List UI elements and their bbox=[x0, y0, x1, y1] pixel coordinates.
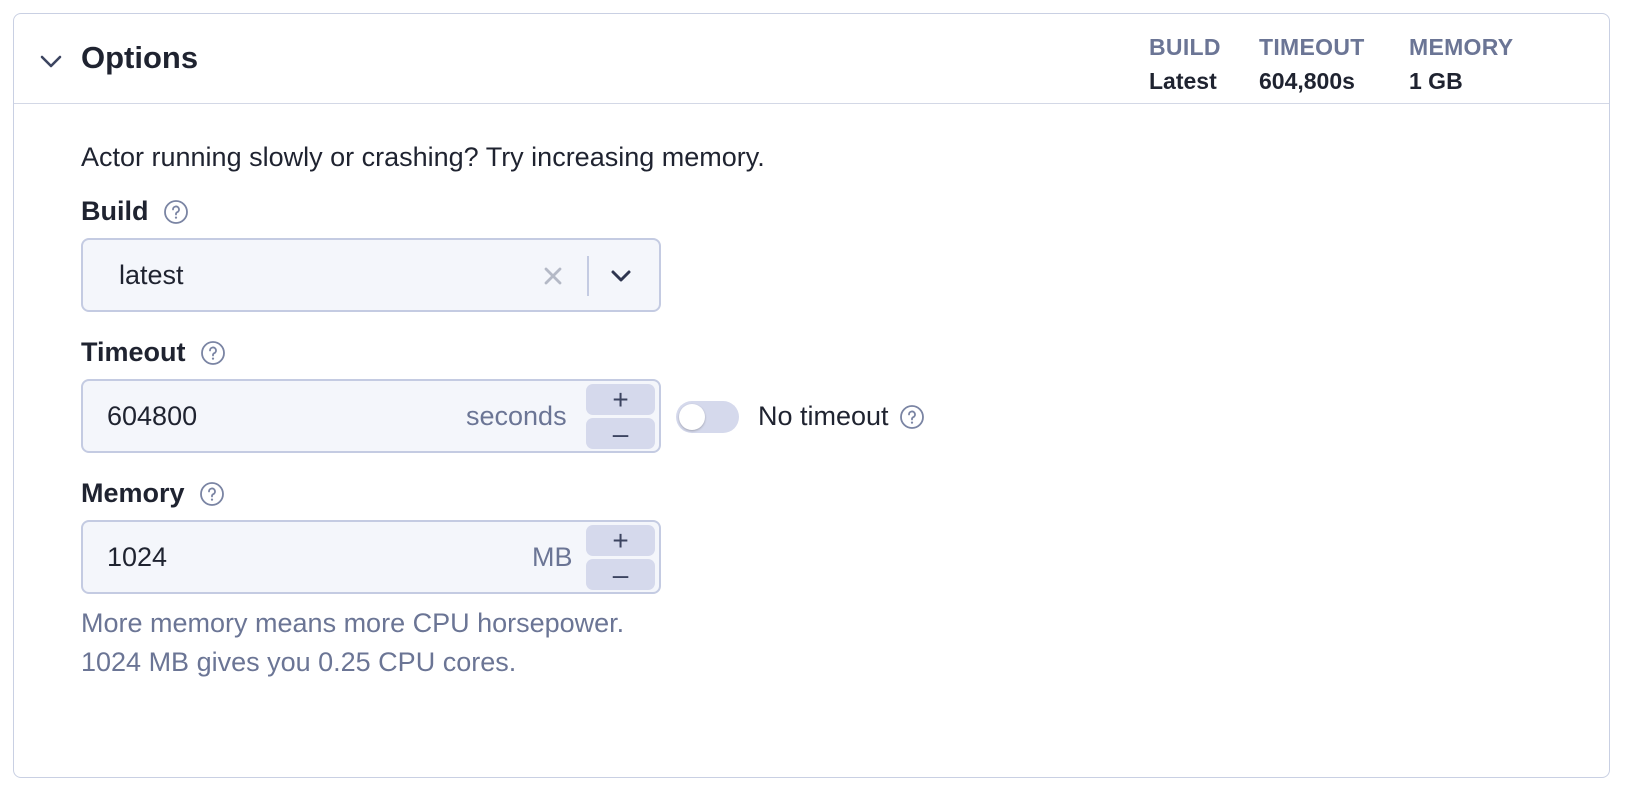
memory-value: 1024 bbox=[107, 542, 168, 572]
timeout-value: 604800 bbox=[107, 401, 198, 431]
memory-decrement-button[interactable]: – bbox=[586, 559, 655, 590]
timeout-decrement-button[interactable]: – bbox=[586, 418, 655, 449]
no-timeout-label: No timeout bbox=[758, 401, 889, 431]
memory-unit: MB bbox=[532, 542, 573, 572]
summary-build-label: BUILD bbox=[1149, 34, 1221, 60]
build-label: Build bbox=[81, 196, 149, 226]
build-selected-value: latest bbox=[119, 260, 184, 290]
build-select[interactable]: latest bbox=[81, 238, 661, 312]
x-icon[interactable] bbox=[539, 262, 567, 290]
memory-label-row: Memory bbox=[81, 478, 225, 509]
options-panel: Options BUILD Latest TIMEOUT 604,800s ME… bbox=[13, 13, 1610, 778]
summary-timeout-value: 604,800s bbox=[1259, 68, 1355, 94]
help-circle-icon[interactable] bbox=[199, 481, 225, 507]
summary-memory-label: MEMORY bbox=[1409, 34, 1514, 60]
options-header[interactable]: Options BUILD Latest TIMEOUT 604,800s ME… bbox=[14, 14, 1609, 104]
memory-increment-button[interactable]: + bbox=[586, 525, 655, 556]
help-circle-icon[interactable] bbox=[899, 404, 925, 430]
memory-label: Memory bbox=[81, 478, 185, 508]
toggle-knob bbox=[679, 404, 705, 430]
timeout-input[interactable]: 604800 seconds + – bbox=[81, 379, 661, 453]
chevron-down-icon[interactable] bbox=[605, 260, 637, 292]
memory-hint-line1: More memory means more CPU horsepower. bbox=[81, 608, 625, 638]
summary-build: BUILD Latest bbox=[1149, 30, 1221, 98]
summary-memory-value: 1 GB bbox=[1409, 68, 1463, 94]
summary-timeout: TIMEOUT 604,800s bbox=[1259, 30, 1365, 98]
build-label-row: Build bbox=[81, 196, 189, 227]
timeout-label: Timeout bbox=[81, 337, 186, 367]
summary-timeout-label: TIMEOUT bbox=[1259, 34, 1365, 60]
collapse-chevron-icon[interactable] bbox=[36, 46, 66, 76]
help-circle-icon[interactable] bbox=[163, 199, 189, 225]
intro-text: Actor running slowly or crashing? Try in… bbox=[81, 142, 765, 172]
timeout-label-row: Timeout bbox=[81, 337, 226, 368]
summary-build-value: Latest bbox=[1149, 68, 1217, 94]
no-timeout-toggle[interactable] bbox=[676, 401, 739, 433]
memory-input[interactable]: 1024 MB + – bbox=[81, 520, 661, 594]
help-circle-icon[interactable] bbox=[200, 340, 226, 366]
no-timeout-row: No timeout bbox=[758, 401, 925, 432]
memory-hint-line2: 1024 MB gives you 0.25 CPU cores. bbox=[81, 647, 517, 677]
timeout-increment-button[interactable]: + bbox=[586, 384, 655, 415]
panel-title: Options bbox=[81, 40, 199, 75]
summary-memory: MEMORY 1 GB bbox=[1409, 30, 1513, 98]
timeout-unit: seconds bbox=[466, 401, 567, 431]
select-divider bbox=[587, 256, 589, 296]
